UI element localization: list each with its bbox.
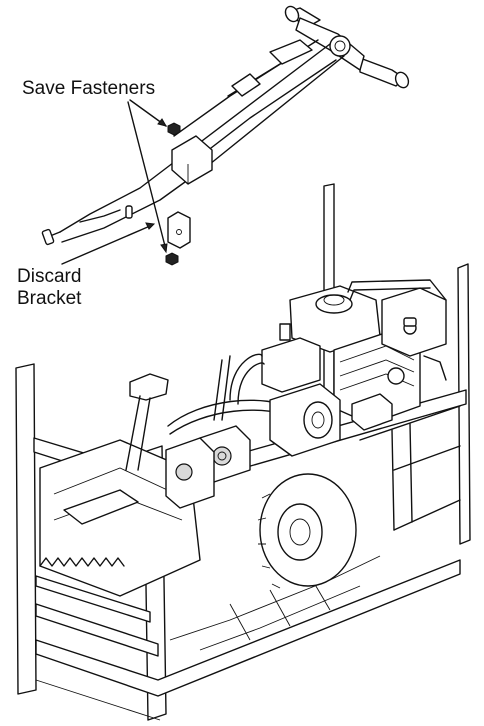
bolt-icon: [165, 252, 179, 266]
discard-label-line2: Bracket: [17, 288, 82, 309]
handlebar-assembly: [41, 5, 410, 246]
leader-save-2: [127, 101, 167, 251]
discard-bracket-label: Discard Bracket: [17, 266, 81, 310]
discard-bracket: [167, 211, 191, 249]
leader-lines: [61, 99, 168, 265]
discard-label-line1: Discard: [17, 266, 82, 287]
reservoir-cap: [279, 323, 291, 341]
wheel-hub: [277, 503, 323, 561]
fasteners: [165, 122, 191, 266]
nut-icon: [167, 122, 181, 136]
leader-discard: [61, 225, 151, 265]
crate-post-front-left: [15, 363, 37, 695]
depth-bar-handle: [129, 373, 169, 401]
save-fasteners-label: Save Fasteners: [22, 78, 156, 99]
fuel-cap: [315, 294, 353, 314]
hydraulic-reservoir: [261, 337, 321, 393]
tiller-machine: [39, 279, 447, 597]
